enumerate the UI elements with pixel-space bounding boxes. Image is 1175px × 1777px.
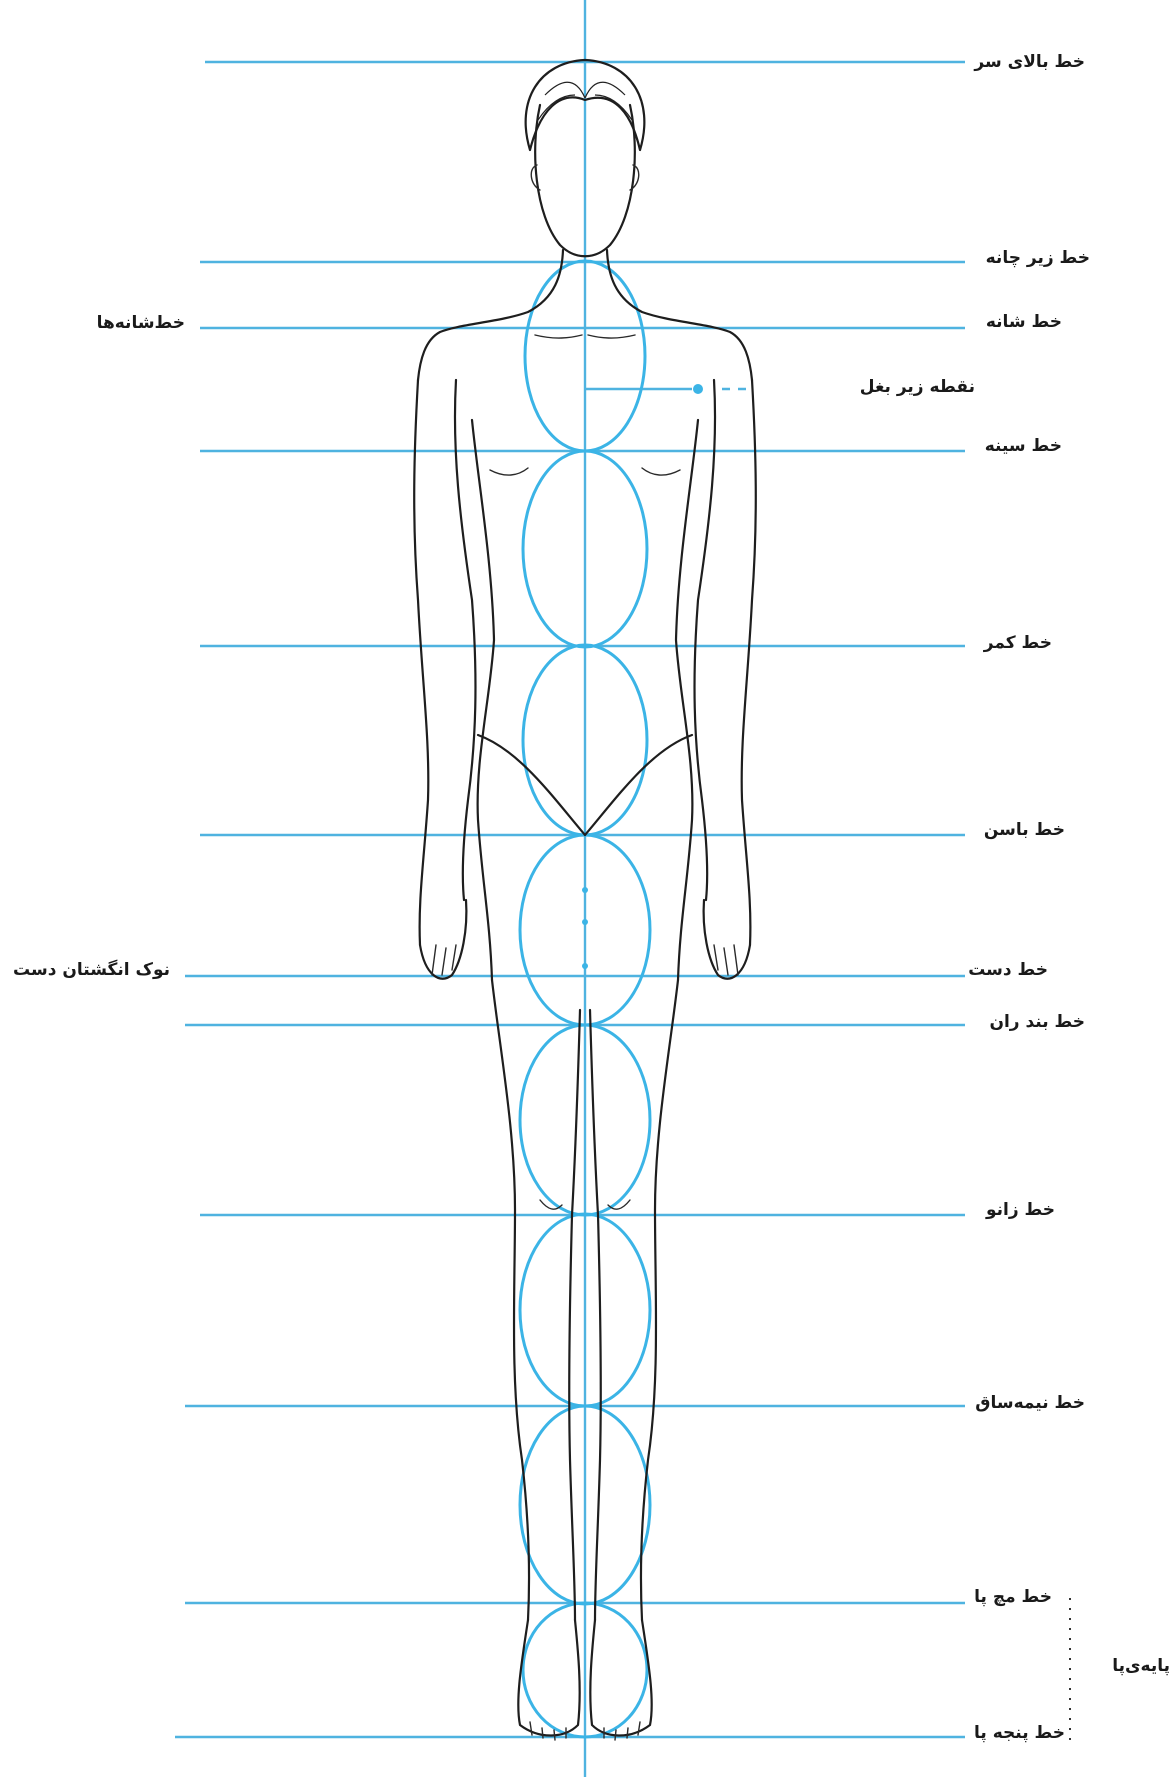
label-mid-calf: خط نیمه‌ساق [975,1393,1085,1413]
label-hip: خط باسن [984,820,1065,840]
label-armpit-point: نقطه زیر بغل [860,377,975,397]
label-ankle: خط مچ پا [974,1587,1052,1607]
label-thigh: خط بند ران [989,1012,1085,1032]
left-arm-outer [414,380,428,945]
guide-labels: خط بالای سر خط زیر چانه خط شانه نقطه زیر… [13,52,1170,1743]
right-leg-outer [641,980,678,1620]
right-arm-outer [742,380,756,945]
armpit-point-marker [693,384,703,394]
label-toe: خط پنجه پا [974,1723,1065,1743]
label-top-of-head: خط بالای سر [973,52,1085,72]
label-foot-base: پایه‌ی‌پا [1112,1656,1170,1676]
left-leg-inner [569,1010,580,1620]
left-arm-inner [455,380,476,900]
label-waist: خط کمر [983,633,1052,653]
left-foot [518,1620,579,1736]
right-arm-inner [695,380,716,900]
neck-shoulder-left [418,250,563,380]
label-knee: خط زانو [985,1200,1055,1220]
label-shoulder: خط شانه [986,312,1062,332]
right-leg-inner [590,1010,601,1620]
label-fingertips-left: نوک انگشتان دست [13,959,170,980]
label-hand: خط دست [968,960,1048,980]
right-foot [590,1620,651,1736]
right-hand-fingers [714,945,738,975]
left-leg-outer [492,980,529,1620]
label-shoulders-left: خط‌شانه‌ها [97,313,185,333]
left-hand-fingers [432,945,456,975]
neck-shoulder-right [607,250,752,380]
label-chest: خط سینه [985,436,1062,456]
label-under-chin: خط زیر چانه [986,248,1090,268]
